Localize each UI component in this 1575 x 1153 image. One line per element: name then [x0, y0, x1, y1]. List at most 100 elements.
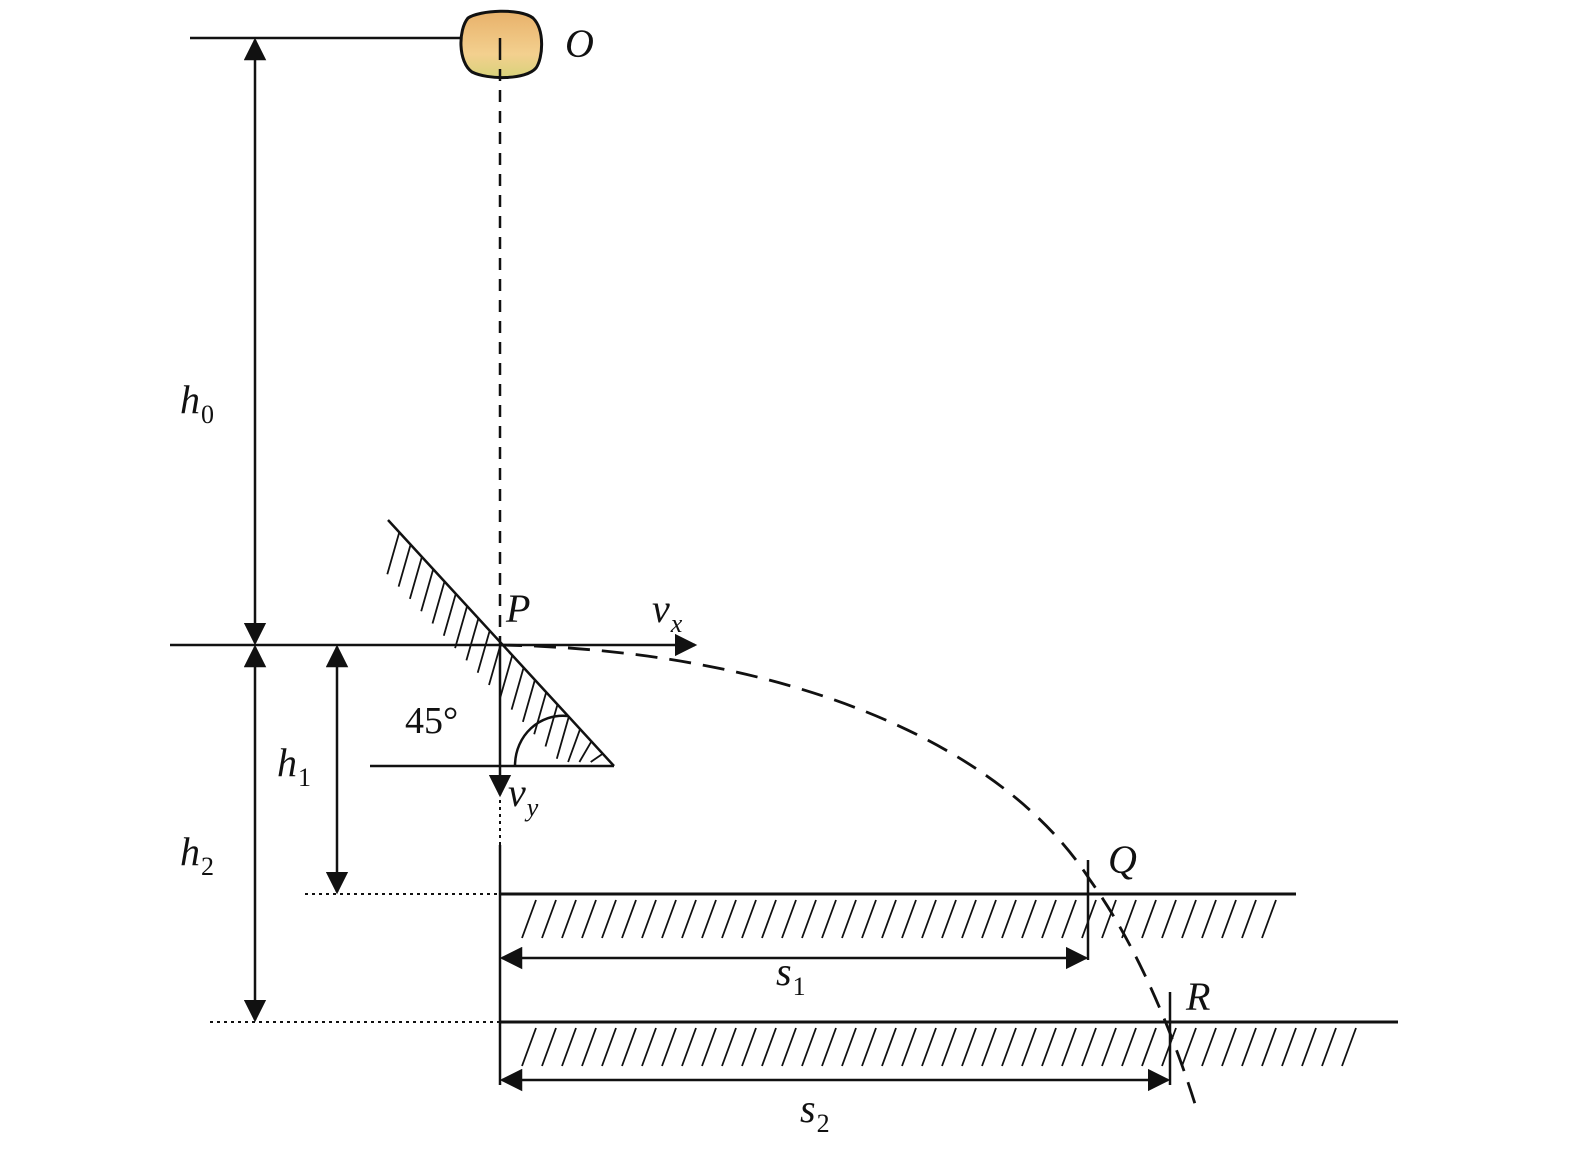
hatch-stroke	[1201, 899, 1217, 939]
hatch-stroke	[1241, 1027, 1257, 1067]
hatch-stroke	[681, 899, 697, 939]
hatch-stroke	[781, 899, 797, 939]
hatch-stroke	[1061, 899, 1077, 939]
hatch-stroke	[621, 899, 637, 939]
hatch-stroke	[1121, 1027, 1137, 1067]
hatch-stroke	[761, 1027, 777, 1067]
label-s1: s1	[776, 949, 806, 1001]
hatch-stroke	[555, 716, 570, 760]
hatch-stroke	[1021, 899, 1037, 939]
hatch-stroke	[420, 568, 435, 612]
hatch-stroke	[386, 532, 401, 575]
hatch-stroke	[522, 679, 536, 723]
hatch-stroke	[476, 630, 491, 673]
hatch-stroke	[1101, 1027, 1117, 1067]
hatch-stroke	[1141, 899, 1157, 939]
label-s2: s2	[800, 1086, 830, 1138]
hatch-stroke	[821, 899, 837, 939]
lower-ground-hatch	[521, 1027, 1357, 1067]
angle-arc	[513, 714, 569, 767]
hatch-stroke	[661, 1027, 677, 1067]
hatch-stroke	[567, 728, 581, 763]
hatch-stroke	[1061, 1027, 1077, 1067]
hatch-stroke	[1221, 1027, 1237, 1067]
hatch-stroke	[1221, 899, 1237, 939]
hatch-stroke	[1101, 899, 1117, 939]
hatch-stroke	[590, 752, 604, 763]
hatch-stroke	[510, 667, 525, 710]
label-r: R	[1185, 974, 1210, 1019]
hatch-stroke	[581, 899, 597, 939]
hatch-stroke	[921, 899, 937, 939]
hatch-stroke	[621, 1027, 637, 1067]
hatch-stroke	[1001, 1027, 1017, 1067]
hatch-stroke	[544, 704, 559, 747]
hatch-stroke	[661, 899, 677, 939]
hatch-stroke	[578, 740, 593, 763]
hatch-stroke	[1001, 899, 1017, 939]
hatch-stroke	[1161, 899, 1177, 939]
hatch-stroke	[741, 1027, 757, 1067]
hatch-stroke	[981, 1027, 997, 1067]
hatch-stroke	[1181, 1027, 1197, 1067]
hatch-stroke	[1241, 899, 1257, 939]
hatch-stroke	[1181, 899, 1197, 939]
hatch-stroke	[861, 1027, 877, 1067]
hatch-stroke	[981, 899, 997, 939]
hatch-stroke	[721, 1027, 737, 1067]
hatch-stroke	[1021, 1027, 1037, 1067]
hatch-stroke	[801, 1027, 817, 1067]
label-vy: vy	[508, 770, 539, 822]
label-vx: vx	[652, 586, 683, 638]
hatch-stroke	[801, 899, 817, 939]
hatch-stroke	[841, 899, 857, 939]
hatch-stroke	[921, 1027, 937, 1067]
hatch-stroke	[641, 899, 657, 939]
hatch-stroke	[861, 899, 877, 939]
label-h1: h1	[277, 740, 311, 792]
hatch-stroke	[541, 899, 557, 939]
label-q: Q	[1108, 837, 1137, 882]
hatch-stroke	[1201, 1027, 1217, 1067]
hatch-stroke	[499, 655, 514, 698]
hatch-stroke	[541, 1027, 557, 1067]
hatch-stroke	[961, 899, 977, 939]
hatch-stroke	[581, 1027, 597, 1067]
hatch-stroke	[701, 899, 717, 939]
label-h0: h0	[180, 377, 214, 429]
hatch-stroke	[701, 1027, 717, 1067]
hatch-stroke	[821, 1027, 837, 1067]
hatch-stroke	[442, 593, 457, 637]
hatch-stroke	[901, 1027, 917, 1067]
hatch-stroke	[409, 556, 423, 600]
hatch-stroke	[1141, 1027, 1157, 1067]
label-o: O	[565, 21, 594, 66]
hatch-stroke	[601, 899, 617, 939]
hatch-stroke	[941, 899, 957, 939]
hatch-stroke	[641, 1027, 657, 1067]
hatch-stroke	[533, 691, 548, 735]
label-p: P	[505, 586, 530, 631]
hatch-stroke	[881, 1027, 897, 1067]
label-h2: h2	[180, 829, 214, 881]
hatch-stroke	[841, 1027, 857, 1067]
hatch-stroke	[431, 581, 446, 624]
hatch-stroke	[1261, 899, 1277, 939]
hatch-stroke	[465, 618, 480, 661]
hatch-stroke	[941, 1027, 957, 1067]
hatch-stroke	[1041, 899, 1057, 939]
label-angle: 45°	[405, 700, 458, 742]
hatch-stroke	[1281, 1027, 1297, 1067]
hatch-stroke	[681, 1027, 697, 1067]
hatch-stroke	[781, 1027, 797, 1067]
hatch-stroke	[601, 1027, 617, 1067]
hatch-stroke	[1301, 1027, 1317, 1067]
hatch-stroke	[561, 1027, 577, 1067]
hatch-stroke	[741, 899, 757, 939]
hatch-stroke	[1321, 1027, 1337, 1067]
hatch-stroke	[881, 899, 897, 939]
hatch-stroke	[454, 605, 468, 649]
hatch-stroke	[901, 899, 917, 939]
hatch-stroke	[1081, 1027, 1097, 1067]
